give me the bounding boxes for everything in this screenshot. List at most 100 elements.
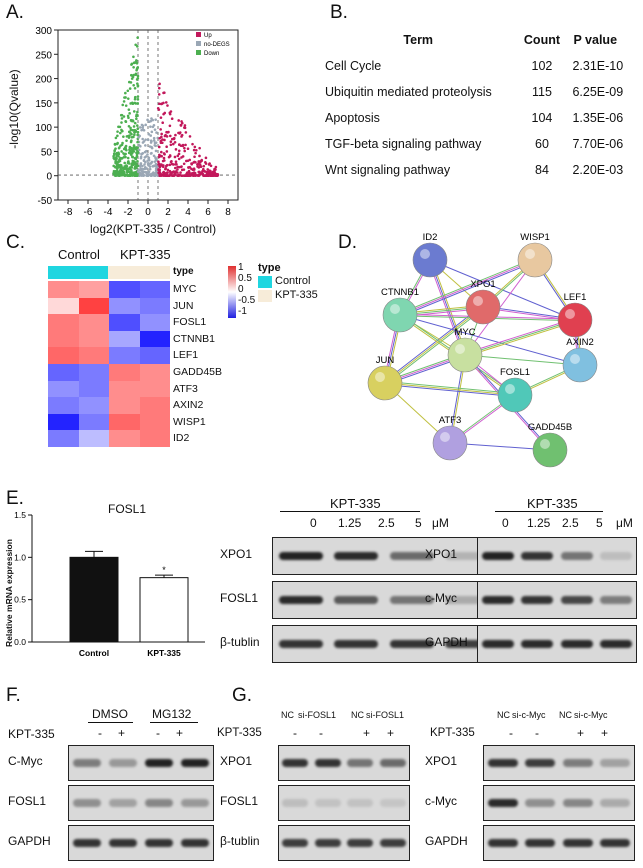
table-cell: 60 <box>535 137 549 151</box>
panel-label-e: E. <box>6 488 24 509</box>
blot-band <box>562 798 593 808</box>
blot-band <box>379 798 406 808</box>
network-node-label: CTNNB1 <box>381 287 419 298</box>
network-edge <box>399 314 581 366</box>
heatmap-gene-label: CTNNB1 <box>173 332 216 345</box>
volcano-legend-swatch <box>196 32 201 37</box>
blot-band <box>560 639 593 649</box>
volcano-xtick: 6 <box>205 207 211 218</box>
volcano-ytick: 250 <box>35 50 52 61</box>
table-header-pvalue: P value <box>573 33 618 47</box>
blot-row-label: β-tublin <box>220 635 260 649</box>
table-cell: 7.70E-06 <box>572 137 624 151</box>
network-edge <box>384 306 484 384</box>
network-node: GADD45B <box>528 422 572 468</box>
blot-band <box>379 758 406 768</box>
heatmap-gene-label: LEF1 <box>173 349 199 362</box>
volcano-points <box>112 36 220 178</box>
heatmap-cell <box>78 347 109 364</box>
table-row: Ubiquitin mediated proteolysis 115 6.25E-0… <box>325 79 643 105</box>
blot-band <box>600 758 631 768</box>
heatmap-cell <box>109 413 140 431</box>
heatmap-gene-label: AXIN2 <box>173 399 204 412</box>
blot-band <box>108 758 138 768</box>
blot-row-label: XPO1 <box>220 754 253 768</box>
blot-band <box>562 758 593 768</box>
blot-band <box>481 595 514 605</box>
network-edge <box>384 384 515 398</box>
blot-lane-label: 1.25 <box>338 516 362 530</box>
table-cell: Apoptosis <box>325 111 380 125</box>
table-cell: 102 <box>531 59 553 73</box>
blot-band <box>600 838 631 848</box>
panel-label-a: A. <box>6 2 24 23</box>
blot-row <box>278 745 410 781</box>
blot-band <box>72 838 102 848</box>
network-node-label: ID2 <box>423 232 438 243</box>
network-edge <box>399 259 536 316</box>
blot-lane-label: - <box>98 726 102 740</box>
heatmap-cell <box>139 281 170 298</box>
blot-band <box>347 758 374 768</box>
blot-lane-label: si-FOSL1 <box>366 710 405 720</box>
network-edge <box>464 319 576 356</box>
blot-band <box>314 798 341 808</box>
table-header-count: Count <box>523 33 561 47</box>
table-cell: Cell Cycle <box>325 59 382 73</box>
blot-lane-label: + <box>363 726 371 740</box>
blot-band <box>108 798 138 808</box>
volcano-xtick: 0 <box>145 207 151 218</box>
blot-row <box>278 785 410 821</box>
table-cell: Ubiquitin mediated proteolysis <box>325 85 492 99</box>
blot-band <box>180 758 210 768</box>
heatmap-cell <box>48 380 79 398</box>
blot-lane-label: 5 <box>596 516 603 530</box>
network-node: WISP1 <box>517 232 553 278</box>
blot-band <box>487 758 518 768</box>
heatmap-cell <box>109 430 140 447</box>
heatmap-cell <box>48 397 79 414</box>
table-cell: 6.25E-09 <box>572 85 624 99</box>
blot-lane-label: + <box>387 726 395 740</box>
bar-chart-ylabel: Relative mRNA expression <box>4 539 14 647</box>
legend-label-control: Control <box>275 275 311 287</box>
heatmap-gene-label: GADD45B <box>173 366 223 378</box>
heatmap-cell <box>139 297 170 315</box>
blot-lane-label: + <box>577 726 585 740</box>
blot-f-signs: -+-+ <box>80 726 210 740</box>
volcano-ylabel: -log10(Qvalue) <box>7 69 21 149</box>
heatmap-cell <box>48 364 79 381</box>
bar-control <box>69 556 119 643</box>
blot-lane-label: + <box>176 726 184 740</box>
blot-band <box>600 798 631 808</box>
heatmap-cell <box>48 330 79 348</box>
volcano-legend-label: Up <box>204 33 212 39</box>
heatmap-cell <box>78 397 109 414</box>
network-edge <box>383 305 483 383</box>
heatmap-cell <box>78 297 109 315</box>
heatmap-cell <box>139 347 170 364</box>
significance-star: * <box>162 565 166 575</box>
heatmap-cell <box>78 281 109 298</box>
network-edge <box>399 258 535 314</box>
heatmap-gene-label: ATF3 <box>173 382 198 395</box>
volcano-ytick: 0 <box>46 172 52 183</box>
table-cell: 115 <box>532 85 552 99</box>
blot-e1-title: KPT-335 <box>330 496 381 511</box>
heatmap-cell <box>78 314 109 331</box>
blot-band <box>525 838 556 848</box>
blot-row <box>483 745 635 781</box>
panel-label-f: F. <box>6 685 21 706</box>
blot-lane-label: 1.25 <box>527 516 551 530</box>
blot-row-label: XPO1 <box>425 547 458 561</box>
network-edge <box>385 307 485 385</box>
bar-ytick: 1.0 <box>14 552 26 562</box>
network-edge <box>384 382 516 396</box>
blot-row <box>68 825 214 861</box>
blot-band <box>521 551 554 561</box>
